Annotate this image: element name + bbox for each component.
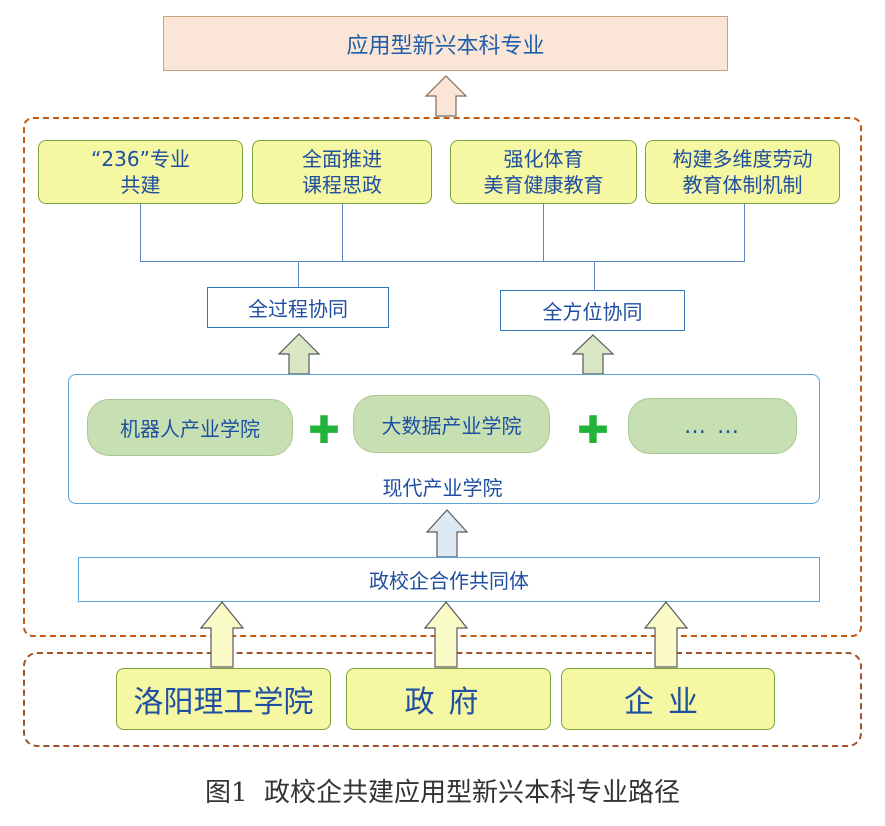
whole-process-synergy-box: 全过程协同 (207, 287, 389, 328)
labor-education-line2: 教育体制机制 (682, 173, 803, 197)
all-round-synergy-box: 全方位协同 (500, 290, 685, 331)
labor-education-box: 构建多维度劳动 教育体制机制 (645, 140, 840, 204)
whole-process-synergy-label: 全过程协同 (248, 297, 348, 321)
plus-icon: ✚ (577, 408, 609, 452)
ideology-course-line1: 全面推进 (302, 147, 382, 171)
connector-line (543, 204, 544, 261)
plus-icon: ✚ (308, 408, 340, 452)
goal-title: 应用型新兴本科专业 (346, 33, 545, 59)
connector-line (298, 261, 299, 287)
connector-line (140, 204, 141, 261)
gov-school-enterprise-community-box: 政校企合作共同体 (78, 557, 820, 602)
government-box: 政府 (346, 668, 551, 730)
figure-caption: 图1 政校企共建应用型新兴本科专业路径 (204, 777, 681, 808)
up-arrow-to-whole-process (277, 333, 321, 375)
up-arrow-from-enterprise (643, 601, 689, 668)
more-colleges-pill: … … (628, 398, 797, 454)
robot-industry-college-pill: 机器人产业学院 (87, 399, 293, 456)
goal-box: 应用型新兴本科专业 (163, 16, 728, 71)
ideology-course-line2: 课程思政 (302, 173, 382, 197)
up-arrow-to-college (425, 509, 469, 558)
up-arrow-from-government (423, 601, 469, 668)
ideology-course-box: 全面推进 课程思政 (252, 140, 432, 204)
up-arrow-from-school (199, 601, 245, 668)
pe-aesthetic-line1: 强化体育 (503, 147, 584, 171)
robot-industry-college-label: 机器人产业学院 (120, 417, 260, 441)
big-data-industry-college-label: 大数据产业学院 (381, 413, 522, 438)
community-label: 政校企合作共同体 (369, 569, 529, 593)
more-colleges-ellipsis: … … (684, 413, 741, 439)
enterprise-label: 企业 (624, 685, 712, 720)
enterprise-box: 企业 (561, 668, 775, 730)
all-round-synergy-label: 全方位协同 (542, 300, 643, 324)
connector-line (744, 204, 745, 261)
connector-line (594, 261, 595, 291)
up-arrow-to-goal (424, 75, 468, 117)
major-co-construction-box: “236”专业 共建 (38, 140, 243, 204)
pe-aesthetic-box: 强化体育 美育健康教育 (450, 140, 637, 204)
major-co-construction-line2: 共建 (120, 173, 161, 197)
major-co-construction-line1: “236”专业 (91, 147, 190, 171)
luoyang-institute-label: 洛阳理工学院 (133, 685, 314, 720)
up-arrow-to-all-round (571, 334, 615, 375)
modern-industry-college-label: 现代产业学院 (382, 475, 503, 500)
luoyang-institute-box: 洛阳理工学院 (116, 668, 331, 730)
connector-line (140, 261, 745, 262)
government-label: 政府 (404, 685, 493, 720)
big-data-industry-college-pill: 大数据产业学院 (353, 395, 550, 453)
pe-aesthetic-line2: 美育健康教育 (483, 173, 604, 197)
connector-line (342, 204, 343, 261)
labor-education-line1: 构建多维度劳动 (672, 147, 813, 171)
